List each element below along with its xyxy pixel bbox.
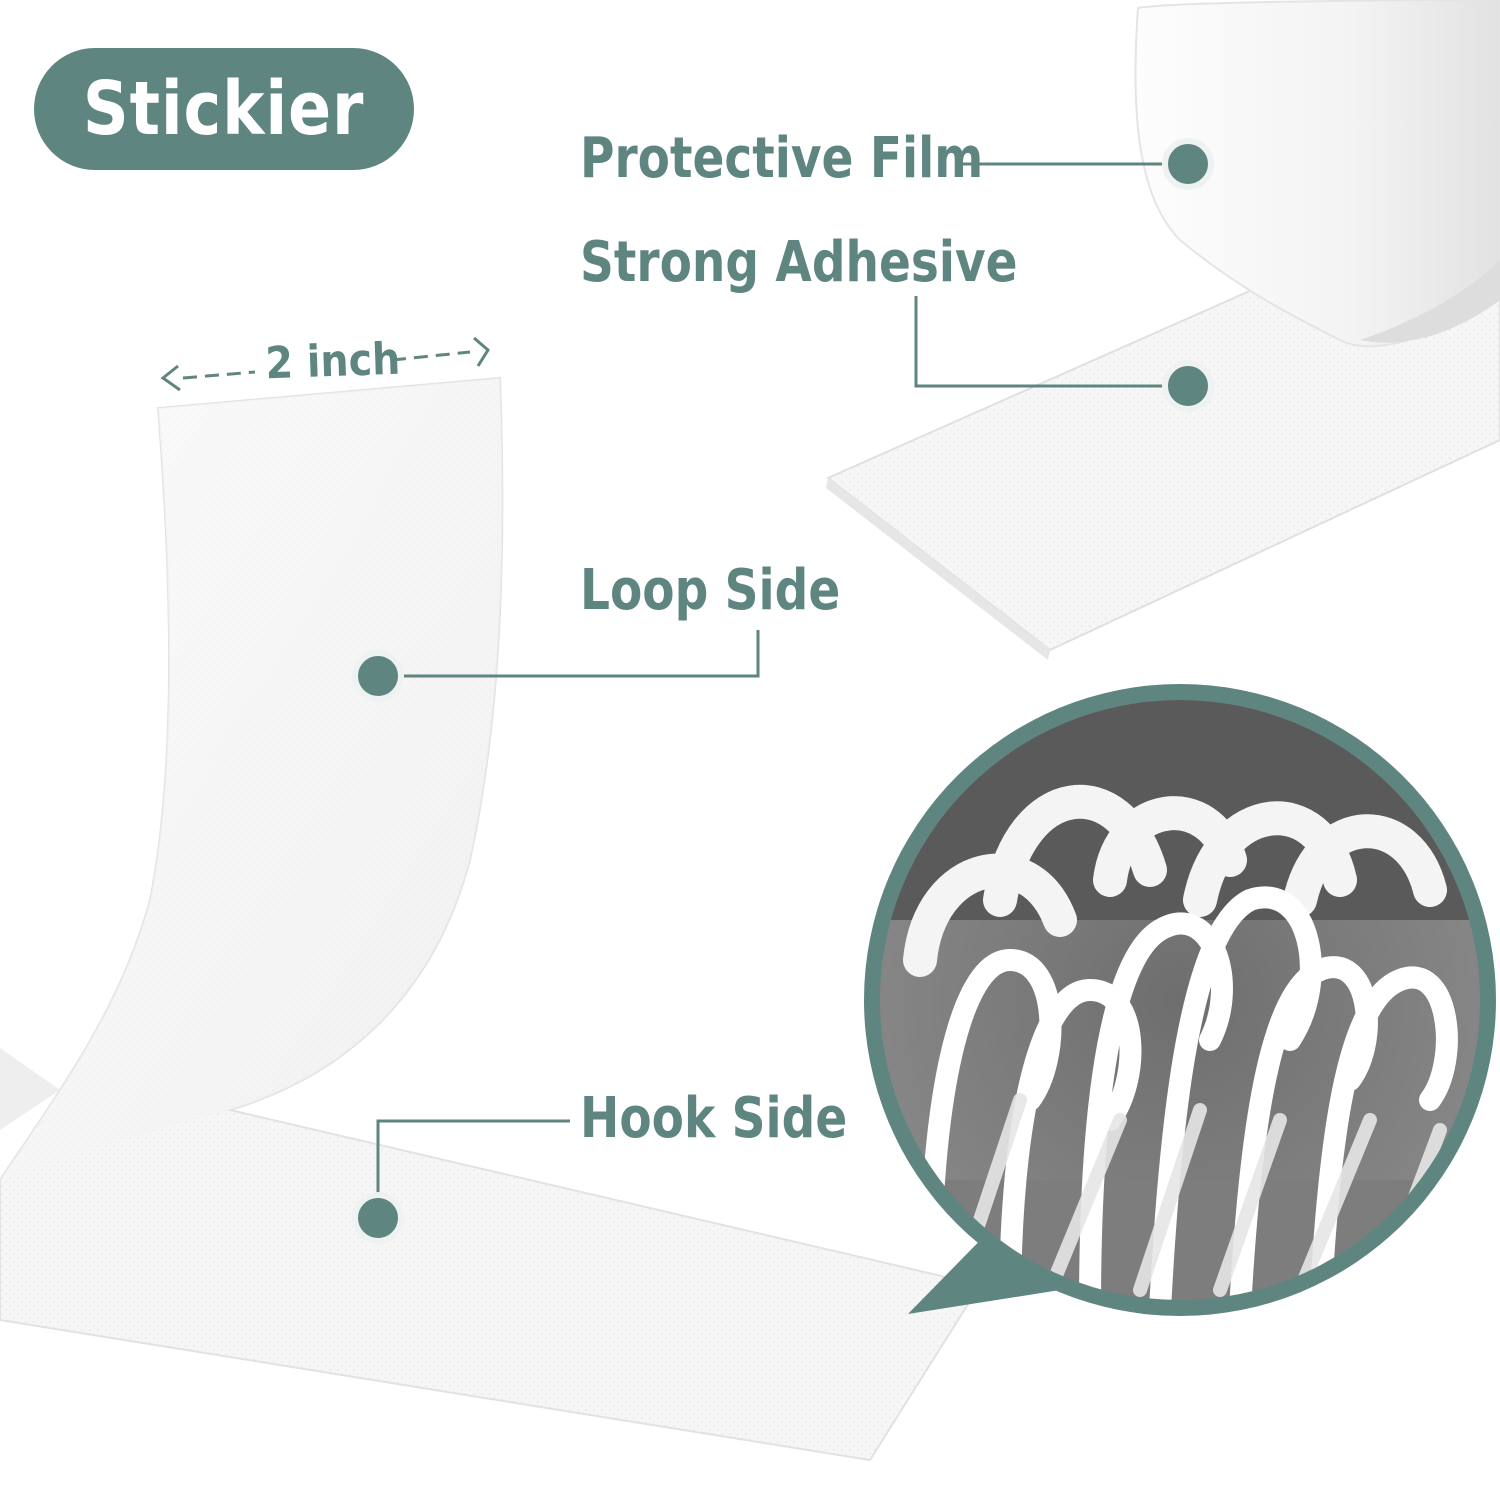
top-tape-illustration	[826, 0, 1500, 660]
strong-adhesive-dot	[1162, 360, 1214, 412]
callout-dots	[352, 138, 1214, 1244]
callout-lines	[376, 162, 1188, 1218]
hook-side-label: Hook Side	[580, 1086, 848, 1151]
hook-side-leader	[376, 1119, 570, 1218]
width-dimension-label: 2 inch	[264, 333, 402, 390]
hook-side-dot	[352, 1192, 404, 1244]
protective-film-label: Protective Film	[580, 126, 984, 191]
strong-adhesive-label: Strong Adhesive	[580, 230, 1018, 295]
protective-film-dot	[1162, 138, 1214, 190]
badge-text: Stickier	[83, 66, 365, 152]
dimension-arrow	[160, 336, 490, 392]
stickier-badge: Stickier	[34, 48, 414, 170]
hook-zoom-circle	[864, 684, 1496, 1316]
loop-side-leader	[378, 630, 760, 678]
left-tape-illustration	[0, 376, 982, 1462]
loop-side-label: Loop Side	[580, 558, 841, 623]
strong-adhesive-leader	[914, 296, 1188, 388]
loop-side-dot	[352, 650, 404, 702]
